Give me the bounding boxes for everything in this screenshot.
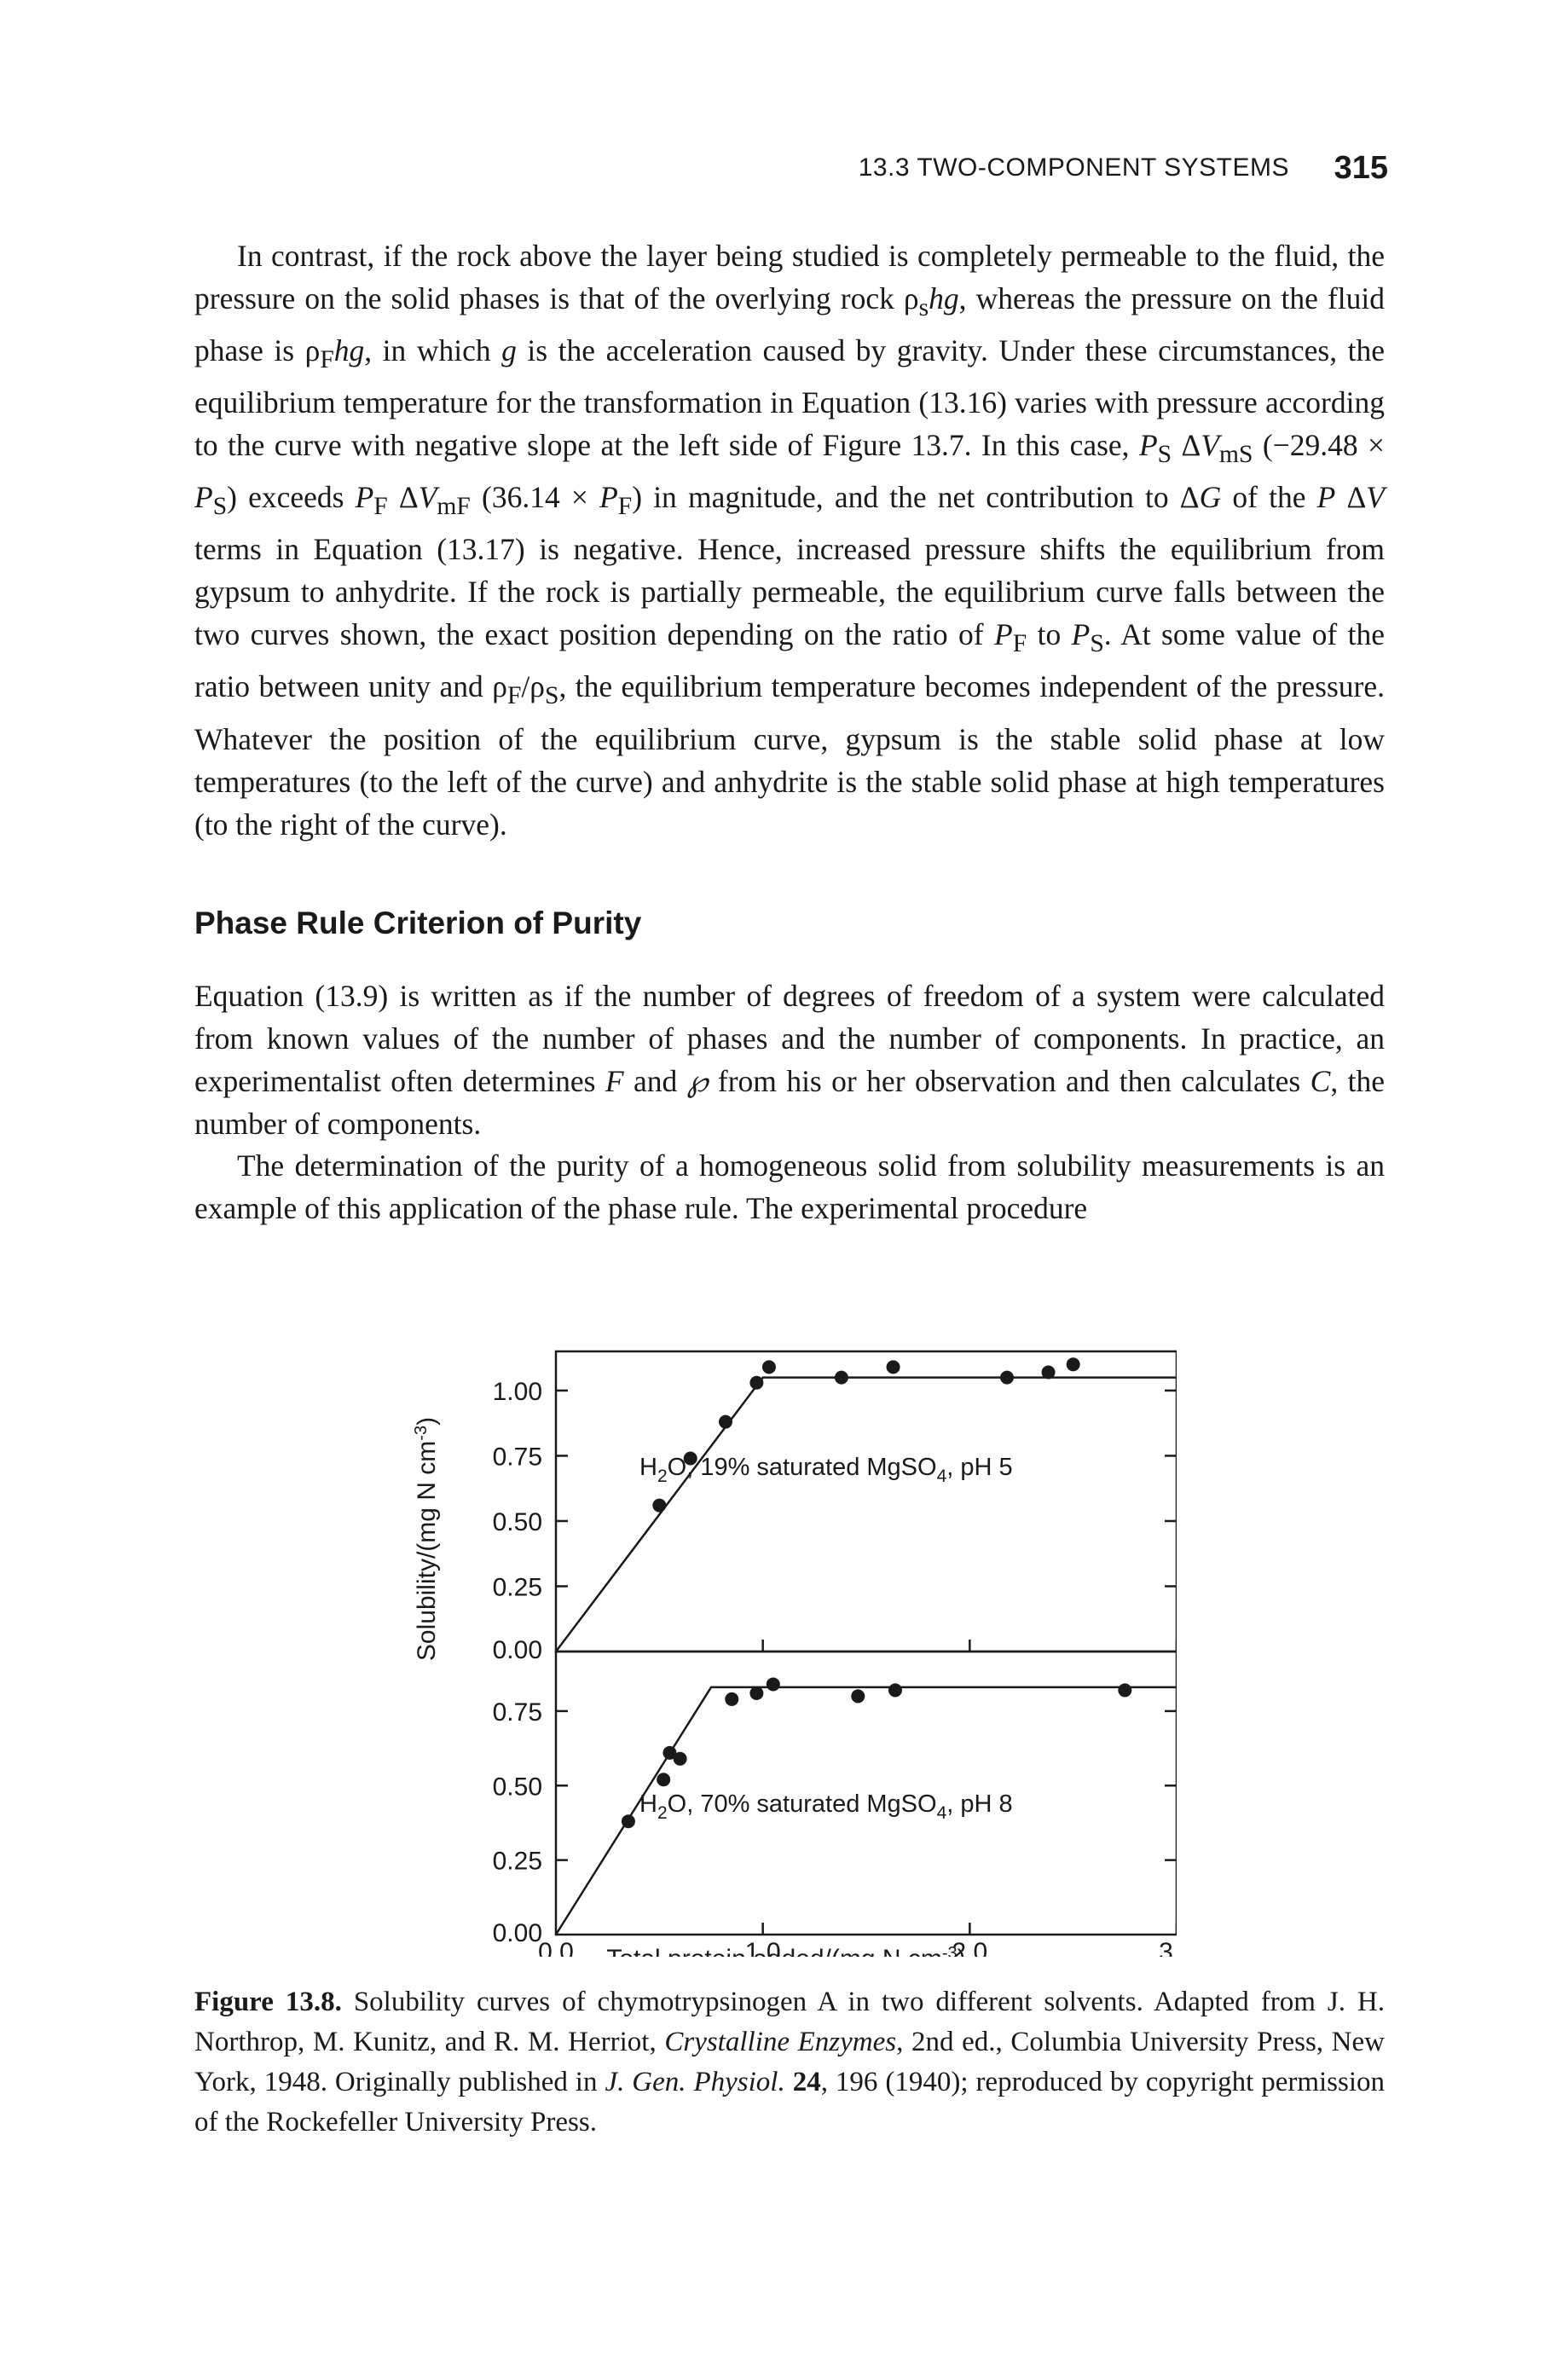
body-paragraph-1: In contrast, if the rock above the layer… xyxy=(194,239,1385,842)
running-head-title: 13.3 TWO-COMPONENT SYSTEMS xyxy=(858,153,1289,182)
top-panel: 0.00 0.25 0.50 0.75 1.00 xyxy=(493,1350,1177,1664)
figure-caption: Figure 13.8. Solubility curves of chymot… xyxy=(194,1987,1386,2137)
top-ytick-label-2: 0.50 xyxy=(493,1508,542,1536)
top-ytick-label-1: 0.25 xyxy=(493,1573,542,1601)
top-data-point-5 xyxy=(834,1370,848,1385)
section-heading: Phase Rule Criterion of Purity xyxy=(194,905,642,940)
top-data-point-8 xyxy=(1041,1365,1056,1380)
bottom-ytick-label-1: 0.25 xyxy=(493,1848,542,1876)
bottom-panel: 0.00 0.25 0.50 0.75 0.0 1.0 2.0 3.0 xyxy=(493,1650,1177,1957)
y-axis-label: Solubility/(mg N cm-3) xyxy=(412,1417,441,1661)
bottom-data-point-5 xyxy=(749,1686,764,1700)
top-panel-frame xyxy=(554,1350,1177,1653)
top-data-point-9 xyxy=(1066,1357,1080,1372)
top-solubility-line xyxy=(555,1376,1177,1652)
top-panel-annotation: H2O, 19% saturated MgSO4, pH 5 xyxy=(639,1454,1013,1486)
x-tick-label-3: 3.0 xyxy=(1159,1938,1177,1957)
bottom-panel-annotation: H2O, 70% saturated MgSO4, pH 8 xyxy=(639,1790,1013,1823)
top-data-point-7 xyxy=(1000,1370,1015,1385)
body-paragraph-2: Equation (13.9) is written as if the num… xyxy=(194,979,1386,1141)
bottom-data-point-1 xyxy=(657,1773,671,1787)
bottom-solubility-line xyxy=(554,1686,1177,1935)
bottom-ytick-label-0: 0.00 xyxy=(493,1919,542,1947)
bottom-data-point-7 xyxy=(851,1689,865,1704)
top-ytick-label-3: 0.75 xyxy=(493,1443,542,1471)
bottom-data-point-3 xyxy=(673,1751,687,1766)
top-ytick-label-0: 0.00 xyxy=(493,1636,542,1664)
bottom-data-point-0 xyxy=(621,1814,635,1829)
y-axis-label-text: Solubility/(mg N cm-3) xyxy=(412,1417,441,1661)
page-number: 315 xyxy=(1334,150,1388,186)
top-data-point-4 xyxy=(761,1360,776,1374)
x-tick-label-0: 0.0 xyxy=(538,1938,574,1957)
solubility-figure: 0.000.250.500.751.00 0.000.250.500.750.0… xyxy=(412,1350,1177,1957)
top-ytick-label-4: 1.00 xyxy=(493,1378,542,1406)
top-data-point-6 xyxy=(886,1360,900,1374)
x-tick-label-1: 1.0 xyxy=(745,1938,781,1957)
running-header: 13.3 TWO-COMPONENT SYSTEMS 315 xyxy=(194,150,1388,193)
top-data-point-2 xyxy=(718,1414,732,1429)
x-tick-label-2: 2.0 xyxy=(952,1938,987,1957)
body-paragraph-3: The determination of the purity of a hom… xyxy=(194,1148,1385,1225)
bottom-data-point-8 xyxy=(888,1683,902,1698)
top-data-point-1 xyxy=(683,1451,697,1466)
top-data-point-0 xyxy=(652,1498,667,1513)
bottom-ytick-label-2: 0.50 xyxy=(493,1773,542,1801)
bottom-panel-frame xyxy=(554,1650,1177,1936)
x-axis-label-text: Total protein added/(mg N cm-3) xyxy=(606,1944,965,1957)
bottom-ytick-label-3: 0.75 xyxy=(493,1698,542,1727)
bottom-data-point-4 xyxy=(725,1692,739,1706)
bottom-data-point-2 xyxy=(662,1745,677,1760)
top-data-point-3 xyxy=(749,1375,764,1390)
bottom-data-point-9 xyxy=(1118,1683,1132,1698)
bottom-data-point-6 xyxy=(766,1677,780,1692)
figure-caption-label: Figure 13.8. xyxy=(194,1987,342,2017)
